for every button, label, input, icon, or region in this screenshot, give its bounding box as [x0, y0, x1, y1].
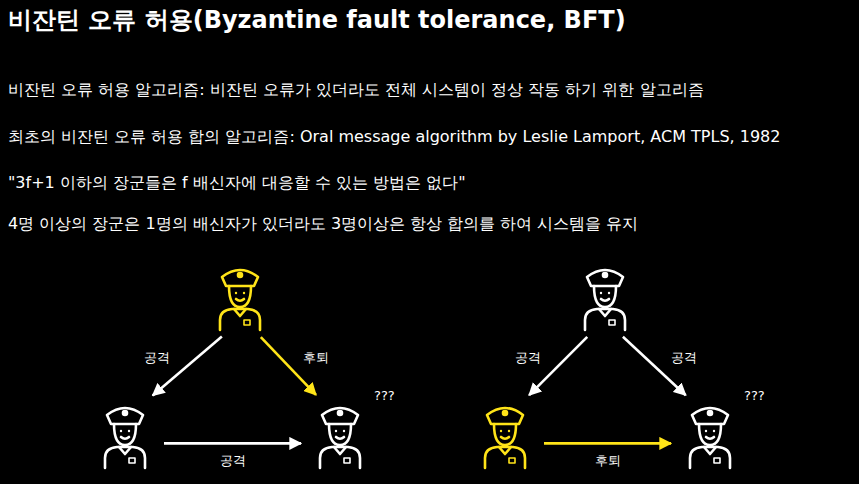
question-marks: ??? — [374, 388, 395, 403]
general-figure — [93, 400, 157, 470]
question-marks: ??? — [744, 388, 765, 403]
arrow-label: 공격 — [217, 452, 249, 470]
arrow-label: 공격 — [668, 349, 700, 367]
general-figure — [573, 262, 637, 332]
arrow-label: 공격 — [512, 349, 544, 367]
arrow-label: 후퇴 — [592, 452, 624, 470]
arrow-label: 공격 — [141, 349, 173, 367]
general-icon — [208, 262, 272, 332]
general-icon — [93, 400, 157, 470]
body-text: 4명 이상의 장군은 1명의 배신자가 있더라도 3명이상은 항상 합의를 하여… — [8, 214, 638, 235]
body-text: 비잔틴 오류 허용 알고리즘: 비잔틴 오류가 있더라도 전체 시스템이 정상 … — [8, 80, 704, 101]
general-figure — [208, 262, 272, 332]
arrow-label: 후퇴 — [300, 349, 332, 367]
general-icon — [573, 262, 637, 332]
slide-title: 비잔틴 오류 허용(Byzantine fault tolerance, BFT… — [8, 4, 626, 36]
general-icon — [678, 400, 742, 470]
body-text: "3f+1 이하의 장군들은 f 배신자에 대응할 수 있는 방법은 없다" — [8, 173, 466, 194]
body-text: 최초의 비잔틴 오류 허용 합의 알고리즘: Oral message algo… — [8, 127, 780, 148]
general-icon — [308, 400, 372, 470]
general-icon — [473, 400, 537, 470]
general-figure: ??? — [678, 400, 742, 470]
general-figure: ??? — [308, 400, 372, 470]
general-figure — [473, 400, 537, 470]
order-arrow — [164, 442, 301, 445]
order-arrow — [544, 442, 671, 445]
